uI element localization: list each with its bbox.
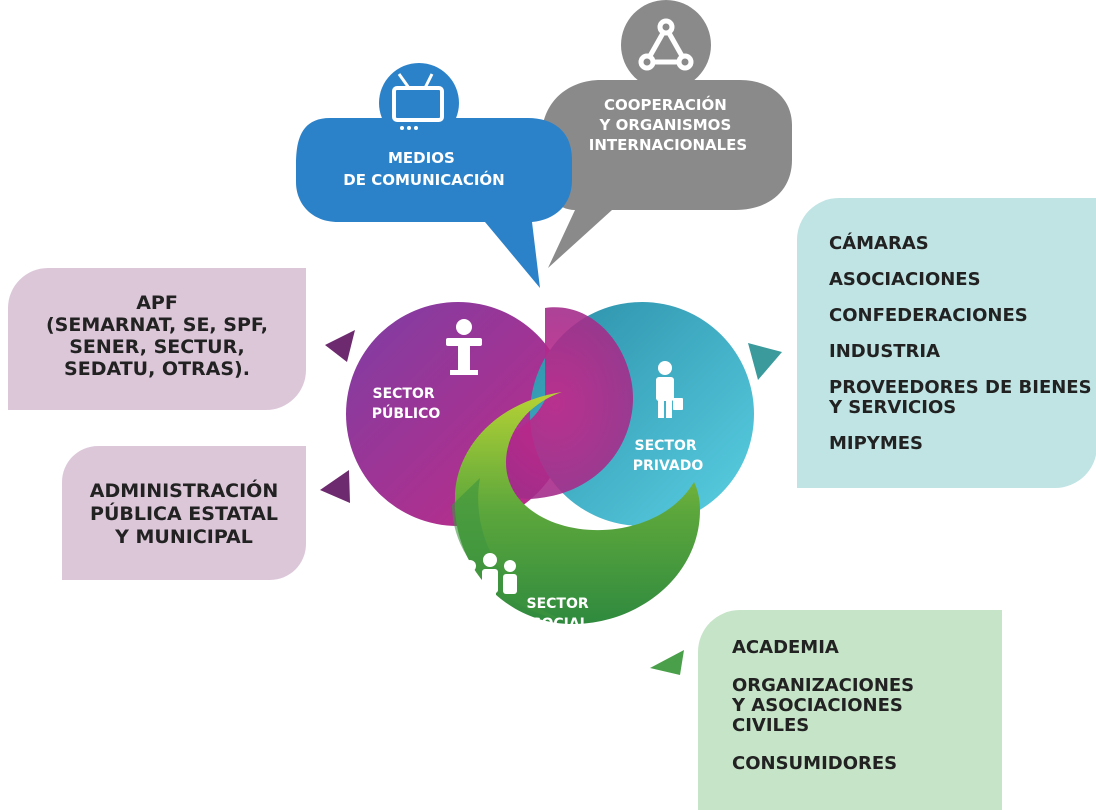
apf-box: APF (SEMARNAT, SE, SPF, SENER, SECTUR, S… (8, 268, 306, 410)
sector-social-shape (454, 392, 700, 624)
privado-item: PROVEEDORES DE BIENES Y SERVICIOS (829, 378, 1096, 418)
privado-item-text: CÁMARAS (829, 233, 929, 254)
privado-box: CÁMARAS ASOCIACIONES CONFEDERACIONES IND… (797, 198, 1096, 488)
privado-item-text: MIPYMES (829, 433, 924, 454)
apf-line: SENER, SECTUR, (69, 336, 245, 358)
bubble-cooperacion-line: COOPERACIÓN (604, 95, 727, 114)
privado-item-text: Y SERVICIOS (829, 397, 957, 418)
bubble-cooperacion-line: INTERNACIONALES (589, 136, 747, 154)
social-item: CONSUMIDORES (732, 754, 1002, 774)
social-item-text: ACADEMIA (732, 637, 839, 658)
privado-item: INDUSTRIA (829, 342, 1096, 362)
bubble-medios-line: DE COMUNICACIÓN (343, 170, 504, 189)
sector-social-label: SECTOR SOCIAL (526, 596, 593, 632)
privado-item: MIPYMES (829, 434, 1096, 454)
sector-privado-line: PRIVADO (633, 458, 704, 474)
sector-publico-line: SECTOR (372, 386, 434, 402)
administracion-line: Y MUNICIPAL (115, 526, 253, 548)
sector-swirl (346, 302, 754, 624)
bubble-medios-text: MEDIOS DE COMUNICACIÓN (343, 149, 504, 189)
social-item-text: CONSUMIDORES (732, 753, 898, 774)
administracion-box: ADMINISTRACIÓN PÚBLICA ESTATAL Y MUNICIP… (62, 446, 306, 580)
privado-item: CÁMARAS (829, 234, 1096, 254)
privado-item-text: ASOCIACIONES (829, 269, 981, 290)
network-icon (638, 18, 694, 71)
apf-line: APF (136, 292, 178, 314)
social-item: ACADEMIA (732, 638, 1002, 658)
bubble-medios-line: MEDIOS (388, 149, 455, 167)
sector-social-line: SECTOR (526, 596, 588, 612)
administracion-line: ADMINISTRACIÓN (89, 480, 279, 502)
bubble-cooperacion-line: Y ORGANISMOS (599, 116, 732, 134)
apf-line: SEDATU, OTRAS). (64, 358, 250, 380)
privado-item: CONFEDERACIONES (829, 306, 1096, 326)
sector-publico-line: PÚBLICO (372, 404, 441, 422)
arrow-to-administracion (320, 470, 350, 503)
bubble-medios: MEDIOS DE COMUNICACIÓN (296, 63, 572, 288)
social-box: ACADEMIA ORGANIZACIONES Y ASOCIACIONES C… (698, 610, 1002, 810)
arrow-to-apf (325, 330, 355, 362)
businessman-icon (656, 361, 683, 418)
lectern-speaker-icon (446, 319, 482, 375)
social-item-text: CIVILES (732, 715, 810, 736)
apf-line: (SEMARNAT, SE, SPF, (45, 314, 269, 336)
sector-publico-label: SECTOR PÚBLICO (372, 386, 441, 422)
social-item: ORGANIZACIONES Y ASOCIACIONES CIVILES (732, 676, 1002, 736)
arrow-to-privado-box (748, 343, 782, 380)
bubble-cooperacion: COOPERACIÓN Y ORGANISMOS INTERNACIONALES (541, 0, 792, 268)
social-item-text: Y ASOCIACIONES (732, 695, 903, 716)
privado-item: ASOCIACIONES (829, 270, 1096, 290)
privado-item-text: CONFEDERACIONES (829, 305, 1028, 326)
privado-item-text: PROVEEDORES DE BIENES (829, 377, 1092, 398)
administracion-line: PÚBLICA ESTATAL (90, 503, 278, 525)
sector-social-line: SOCIAL (531, 616, 588, 632)
people-group-icon (463, 553, 517, 604)
sector-privado-line: SECTOR (634, 438, 696, 454)
privado-item-text: INDUSTRIA (829, 341, 941, 362)
bubble-cooperacion-text: COOPERACIÓN Y ORGANISMOS INTERNACIONALES (589, 95, 747, 154)
arrow-to-social-box (650, 650, 684, 675)
social-item-text: ORGANIZACIONES (732, 675, 915, 696)
sector-privado-label: SECTOR PRIVADO (633, 438, 704, 474)
tv-icon (392, 73, 444, 130)
